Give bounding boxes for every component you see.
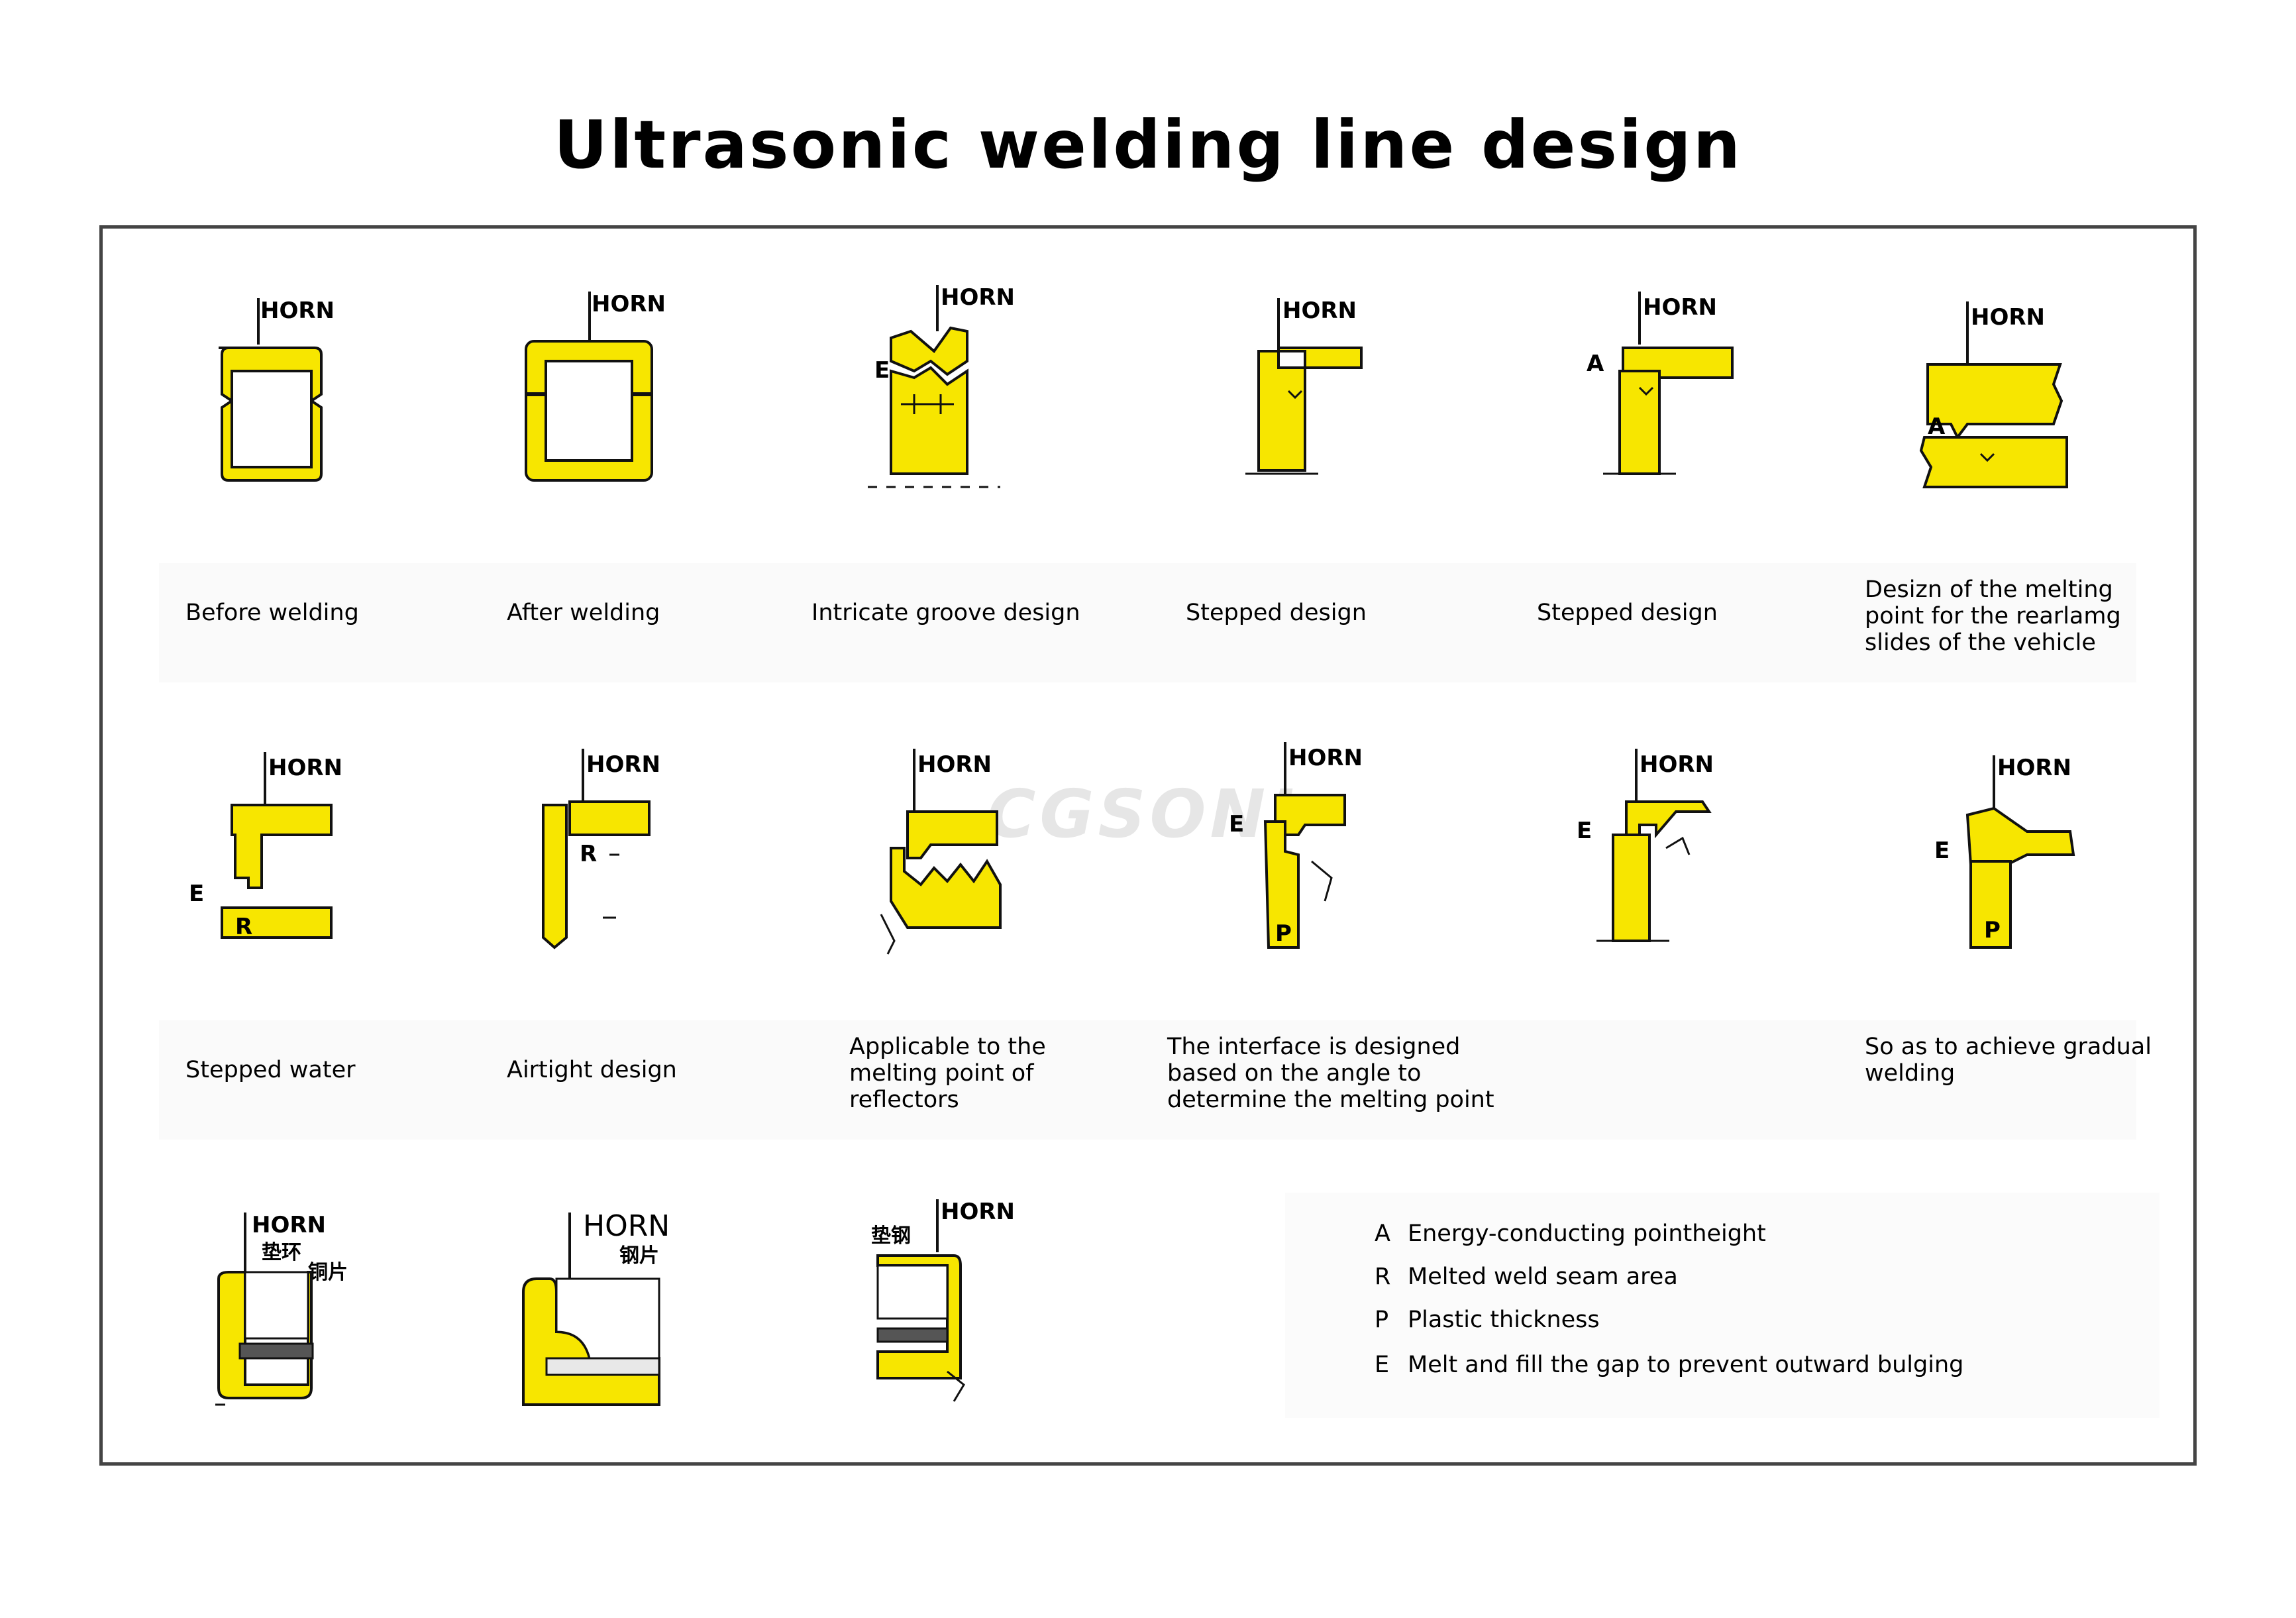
caption-band-row-1 xyxy=(159,563,2136,682)
figure-airtight: HORN R xyxy=(523,739,669,957)
caption: Airtight design xyxy=(507,1057,677,1083)
caption: Stepped design xyxy=(1186,600,1367,626)
caption: After welding xyxy=(507,600,660,626)
figure-stepped-design-2: HORN A xyxy=(1583,285,1742,497)
figure-before-welding: HORN xyxy=(199,285,344,497)
caption: Applicable to the melting point of refle… xyxy=(849,1034,1046,1113)
figure-stepped-water: HORN E R xyxy=(185,742,344,954)
horn-label: HORN xyxy=(941,284,1015,311)
mark-e: E xyxy=(874,357,890,384)
mark-a: A xyxy=(1928,413,1946,440)
figure-with-spacer: HORN 垫环 铜片 xyxy=(199,1206,358,1418)
horn-label: HORN xyxy=(1640,751,1714,778)
horn-label: HORN xyxy=(1997,755,2071,781)
caption: The interface is designed based on the a… xyxy=(1167,1034,1494,1113)
mark-e: E xyxy=(1229,811,1244,837)
figure-intricate-groove: HORN E xyxy=(855,278,1015,497)
figure-rear-lamp-slides: HORN A xyxy=(1914,292,2073,504)
figure-stepped-design-1: HORN xyxy=(1232,285,1378,497)
horn-label: HORN xyxy=(260,297,335,324)
horn-label: HORN xyxy=(1971,304,2045,331)
mark-e: E xyxy=(1934,837,1950,864)
mark-a: A xyxy=(1587,351,1604,377)
horn-label: HORN xyxy=(917,751,992,778)
mark-r: R xyxy=(580,841,597,867)
figure-interface-angle: HORN E P xyxy=(1226,735,1384,961)
caption: Intricate groove design xyxy=(811,600,1080,626)
horn-label: HORN xyxy=(1288,745,1363,771)
horn-label: HORN xyxy=(586,751,660,778)
figure-after-welding: HORN xyxy=(517,285,666,497)
figure-reflectors: HORN xyxy=(868,742,1027,961)
horn-label: HORN xyxy=(268,755,342,781)
caption-band-row-2 xyxy=(159,1020,2136,1140)
sheet-label: 铜片 xyxy=(308,1261,348,1284)
steel-pad-label: 垫钢 xyxy=(871,1224,911,1248)
spacer-label: 垫环 xyxy=(262,1241,301,1264)
horn-label: HORN xyxy=(941,1199,1015,1225)
horn-label: HORN xyxy=(583,1209,670,1243)
watermark: CGSONI xyxy=(987,775,1298,853)
mark-e: E xyxy=(189,881,204,907)
figure-with-steel-pad: HORN 垫钢 xyxy=(855,1193,1015,1418)
caption: Desizn of the melting point for the rear… xyxy=(1865,576,2121,656)
figure-gradual-welding: HORN E P xyxy=(1921,742,2080,967)
horn-label: HORN xyxy=(1643,294,1717,321)
mark-e: E xyxy=(1577,818,1592,844)
horn-label: HORN xyxy=(1282,297,1357,324)
steel-sheet-label: 钢片 xyxy=(619,1244,659,1267)
diagram-frame xyxy=(99,225,2197,1466)
mark-r: R xyxy=(235,914,252,940)
mark-p: P xyxy=(1984,917,2001,944)
caption: Stepped design xyxy=(1537,600,1718,626)
horn-label: HORN xyxy=(592,291,666,317)
mark-p: P xyxy=(1275,920,1292,947)
caption: So as to achieve gradual welding xyxy=(1865,1034,2152,1087)
figure-unlabeled: HORN E xyxy=(1577,739,1736,964)
figure-with-steel-sheet: HORN 钢片 xyxy=(510,1206,682,1418)
horn-label: HORN xyxy=(252,1212,326,1238)
caption: Before welding xyxy=(185,600,359,626)
caption: Stepped water xyxy=(185,1057,356,1083)
page-title: Ultrasonic welding line design xyxy=(553,106,1743,184)
